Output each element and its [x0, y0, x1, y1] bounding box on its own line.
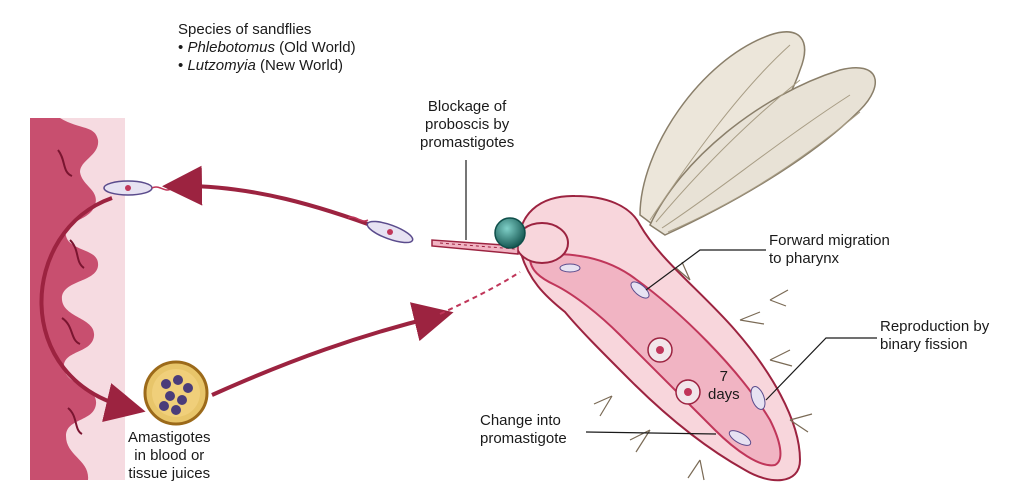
label-blockage: Blockage of proboscis by promastigotes: [420, 98, 514, 152]
label-forward-migration: Forward migration to pharynx: [769, 232, 890, 268]
promastigote-in-skin: [104, 181, 172, 195]
label-amastigotes: Amastigotes in blood or tissue juices: [128, 429, 211, 483]
species-heading: Species of sandflies: [178, 21, 356, 39]
species-heading-block: Species of sandflies • Phlebotomus (Old …: [178, 21, 356, 75]
uptake-dashed-line: [440, 272, 520, 314]
label-change-into-promastigote: Change into promastigote: [480, 412, 567, 448]
label-reproduction: Reproduction by binary fission: [880, 318, 989, 354]
amastigote-cell: [145, 362, 207, 424]
top-arrow: [178, 186, 400, 236]
species-item-phlebotomus: • Phlebotomus (Old World): [178, 39, 356, 57]
host-tissue: [30, 118, 125, 480]
bottom-arrow: [212, 316, 438, 395]
species-item-lutzomyia: • Lutzomyia (New World): [178, 57, 356, 75]
label-days: 7 days: [708, 368, 740, 404]
sandfly-eye: [495, 218, 525, 248]
